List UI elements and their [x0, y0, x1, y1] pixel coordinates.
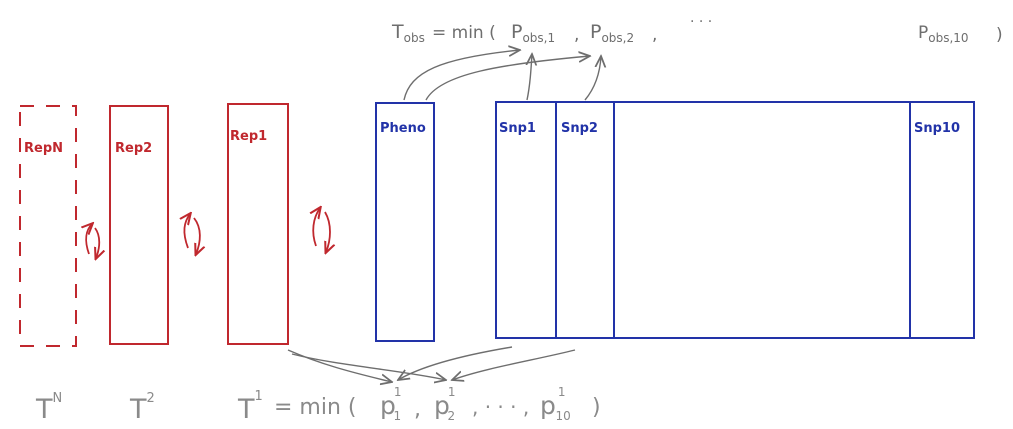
- t1-symbol: T1: [237, 389, 263, 425]
- shuffle-arrow-repn-rep2: [86, 224, 99, 258]
- tn-symbol: TN: [35, 391, 62, 425]
- snp10-label: Snp10: [914, 121, 960, 136]
- observed-statistic-formula: Tobs = min ( Pobs,1 , Pobs,2 , · · · Pob…: [391, 14, 1003, 45]
- comma-bottom: ,: [414, 397, 421, 422]
- comma-1: ,: [574, 25, 579, 45]
- min-open: = min (: [432, 23, 496, 43]
- pheno-column: Pheno: [375, 102, 435, 342]
- replicate-column-repn: RepN: [19, 105, 77, 347]
- ellipsis: · · ·: [690, 14, 712, 30]
- rep1-label: Rep1: [230, 129, 267, 144]
- observed-arrows: [403, 50, 601, 101]
- min-open-bottom: = min (: [274, 395, 357, 420]
- close-paren: ): [996, 25, 1003, 45]
- ellipsis-bottom: , · · · ,: [472, 395, 529, 419]
- replicate-arrows: [287, 346, 576, 382]
- pheno-label: Pheno: [380, 121, 426, 136]
- tobs-symbol: Tobs: [391, 21, 425, 45]
- repn-label: RepN: [24, 141, 63, 156]
- rep2-label: Rep2: [115, 141, 152, 156]
- replicate-column-rep1: Rep1: [227, 103, 289, 345]
- snp1-label: Snp1: [499, 121, 536, 136]
- shuffle-arrow-rep1-pheno: [313, 208, 330, 252]
- snp-matrix: Snp1 Snp2 Snp10: [495, 101, 975, 339]
- pobs10-term: Pobs,10: [918, 23, 969, 45]
- comma-2: ,: [652, 25, 657, 45]
- pobs2-term: Pobs,2: [590, 21, 634, 45]
- close-paren-bottom: ): [592, 395, 601, 420]
- replicate-column-rep2: Rep2: [109, 105, 169, 345]
- snp2-label: Snp2: [561, 121, 598, 136]
- t2-symbol: T2: [129, 391, 155, 425]
- pobs1-term: Pobs,1: [511, 21, 555, 45]
- shuffle-arrow-rep2-rep1: [184, 214, 200, 254]
